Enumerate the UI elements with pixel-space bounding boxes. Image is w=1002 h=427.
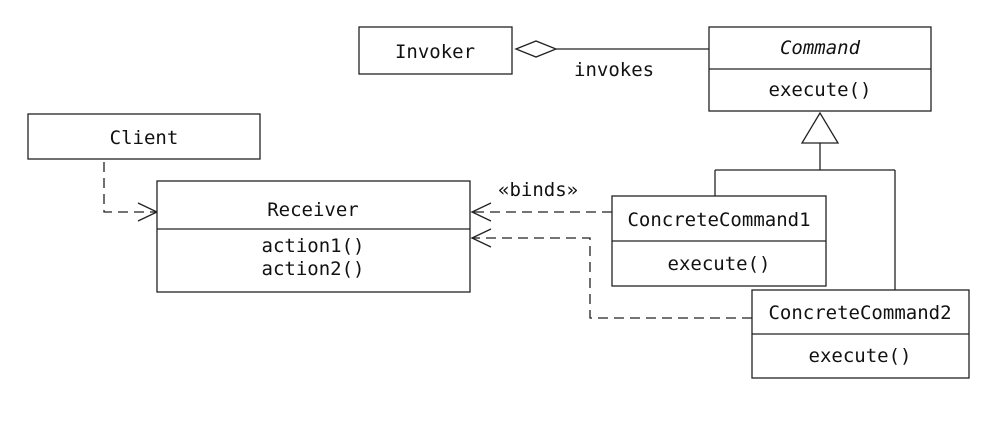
concrete-command1-class: ConcreteCommand1 execute() [611, 195, 827, 287]
client-dependency-line [103, 162, 156, 213]
command-name: Command [780, 37, 861, 59]
command-class: Command execute() [708, 26, 932, 112]
binds-dependency-concrete1: «binds» [470, 179, 612, 222]
client-name: Client [110, 127, 179, 149]
generalization-tree [714, 111, 896, 290]
receiver-method-action1: action1() [262, 235, 365, 257]
binds-dependency-concrete2 [470, 228, 752, 319]
aggregation-invokes: invokes [514, 40, 709, 81]
binds-label: «binds» [498, 179, 578, 201]
concrete-command1-method: execute() [668, 253, 771, 275]
invoker-box [358, 26, 513, 75]
binds-arrowhead-icon [470, 202, 492, 222]
receiver-name: Receiver [267, 199, 359, 221]
aggregation-diamond-icon [514, 40, 558, 58]
client-dependency [103, 162, 159, 222]
concrete-command2-method: execute() [809, 345, 912, 367]
command-method: execute() [769, 79, 872, 101]
receiver-method-action2: action2() [262, 258, 365, 280]
binds-line-concrete2 [472, 237, 752, 319]
invoker-name: Invoker [395, 41, 475, 63]
inheritance-triangle-icon [800, 111, 840, 144]
binds-arrowhead-icon-2 [470, 228, 492, 248]
client-class: Client [27, 113, 261, 160]
receiver-box [156, 180, 471, 293]
receiver-class: Receiver action1() action2() [156, 180, 471, 293]
concrete-command2-class: ConcreteCommand2 execute() [751, 289, 970, 379]
concrete-command2-name: ConcreteCommand2 [768, 302, 951, 324]
client-box [27, 113, 261, 160]
invokes-label: invokes [574, 59, 654, 81]
invoker-class: Invoker [358, 26, 513, 75]
concrete-command1-name: ConcreteCommand1 [627, 209, 810, 231]
